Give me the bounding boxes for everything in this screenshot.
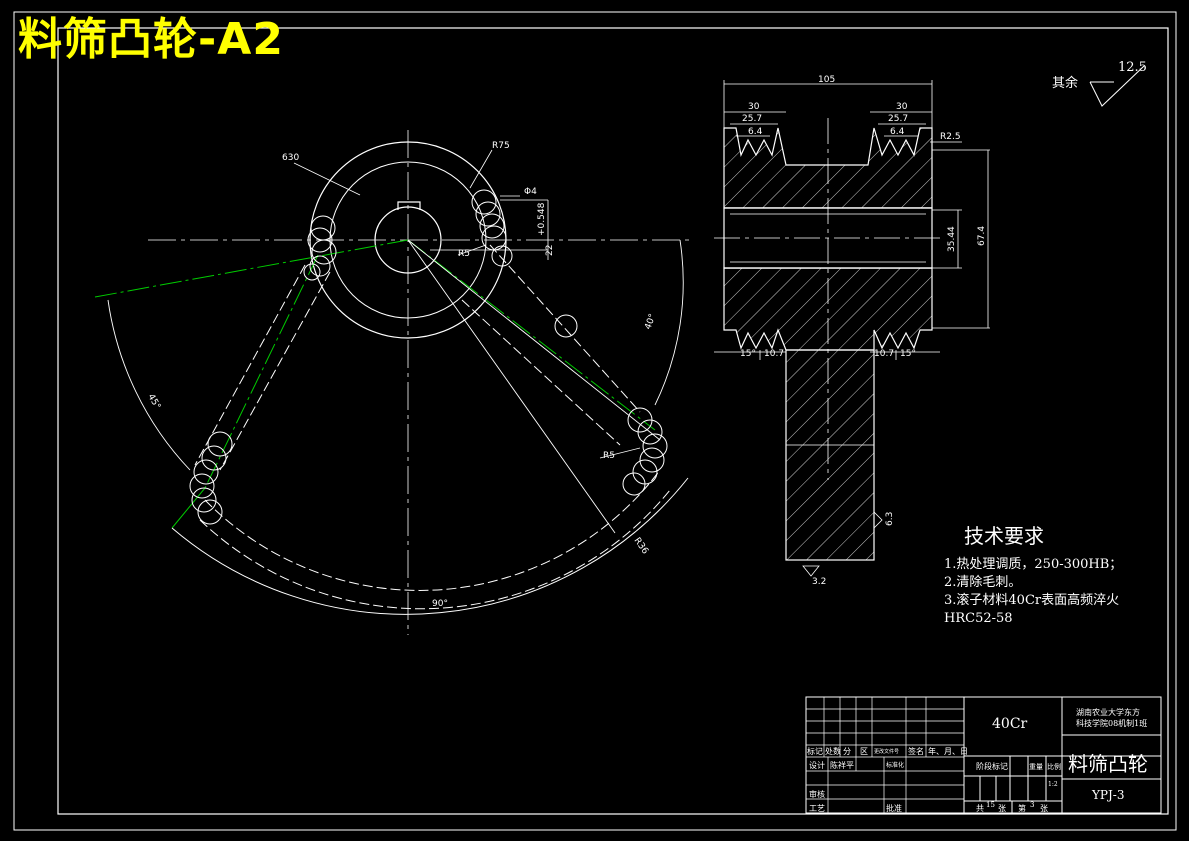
school-name: 湖南农业大学东方: [1076, 708, 1140, 717]
dim-r5-low: R5: [603, 451, 615, 461]
label-weight: 重量: [1029, 763, 1043, 771]
front-view: [94, 130, 690, 635]
dim-w257-left: 25.7: [742, 114, 762, 124]
inner-frame: [57, 27, 1169, 815]
dim-r5-top: R5: [458, 249, 470, 259]
sheet-no: 3: [1030, 801, 1035, 809]
tech-requirement-item: 3.滚子材料40Cr表面高频淬火: [944, 593, 1120, 608]
scale-value: 1:2: [1048, 781, 1058, 788]
dim-a45: 45°: [145, 393, 162, 412]
row-label-change-doc: 更改文件号: [874, 749, 900, 755]
row-label-mark: 标记: [807, 747, 823, 756]
material: 40Cr: [992, 716, 1028, 732]
school-class: 科技学院08机制1班: [1076, 719, 1148, 728]
tech-requirements-list: 1.热处理调质，250-300HB； 2.清除毛刺。 3.滚子材料40Cr表面高…: [944, 556, 1122, 628]
section-view: [714, 65, 1145, 577]
label-approve: 批准: [886, 804, 902, 813]
dim-a40: 40°: [643, 313, 658, 331]
row-label-sign: 签名: [908, 747, 924, 756]
sheets-total-count: 15: [986, 801, 995, 809]
dim-a15-left: 15°: [740, 349, 756, 359]
dim-w107-left: 10.7: [764, 349, 784, 359]
label-review: 审核: [809, 790, 825, 799]
dim-w30-left: 30: [748, 102, 760, 112]
drawing-number: YPJ-3: [1092, 788, 1125, 802]
dim-a90: 90°: [432, 599, 448, 609]
tech-requirement-item: 1.热处理调质，250-300HB；: [944, 557, 1123, 572]
row-label-div: 分: [843, 747, 851, 756]
sheets-unit: 张: [998, 804, 1006, 813]
dim-w105: 105: [818, 75, 835, 85]
dim-d548: +0.548: [537, 202, 547, 236]
label-stage: 阶段标记: [976, 762, 1008, 771]
dim-ra63: 6.3: [885, 512, 895, 526]
dim-r375: R75: [492, 141, 510, 151]
sheet-no-label: 第: [1018, 804, 1026, 813]
dim-h674: 67.4: [977, 226, 987, 246]
dim-w107-right: 10.7: [874, 349, 894, 359]
designer-name: 陈祥平: [830, 761, 854, 770]
outer-frame: [13, 11, 1177, 831]
tech-requirement-item: HRC52-58: [944, 611, 1013, 626]
sheet-unit: 张: [1040, 804, 1048, 813]
dim-r36: R36: [632, 536, 651, 556]
roughness-value: 12.5: [1118, 60, 1147, 75]
dim-w64-right: 6.4: [890, 127, 905, 137]
sheets-total-label: 共: [976, 804, 984, 813]
dim-w30-right: 30: [896, 102, 908, 112]
roughness-label: 其余: [1052, 76, 1079, 91]
dim-w64-left: 6.4: [748, 127, 763, 137]
label-process: 工艺: [809, 804, 825, 813]
dim-r25: R2.5: [940, 132, 961, 142]
tech-requirements-title: 技术要求: [964, 524, 1044, 548]
dim-w257-right: 25.7: [888, 114, 908, 124]
part-name: 料筛凸轮: [1068, 752, 1148, 776]
row-label-zone: 区: [860, 747, 868, 756]
dim-d22: 22: [545, 245, 555, 256]
label-design: 设计: [809, 761, 825, 770]
dim-ra32: 3.2: [812, 577, 826, 587]
label-scale: 比例: [1047, 763, 1061, 771]
dim-h3544: 35.44: [947, 226, 957, 252]
label-standard: 标准化: [886, 762, 905, 769]
title-block-grid: [805, 696, 1162, 814]
dim-phi4: Φ4: [524, 187, 537, 197]
dim-a15-right: 15°: [900, 349, 916, 359]
dim-r630: 630: [282, 153, 299, 163]
row-label-count: 处数: [825, 747, 841, 756]
sheet-title: 料筛凸轮-A2: [18, 14, 284, 65]
tech-requirement-item: 2.清除毛刺。: [944, 575, 1022, 590]
row-label-date: 年、月、日: [928, 747, 968, 756]
